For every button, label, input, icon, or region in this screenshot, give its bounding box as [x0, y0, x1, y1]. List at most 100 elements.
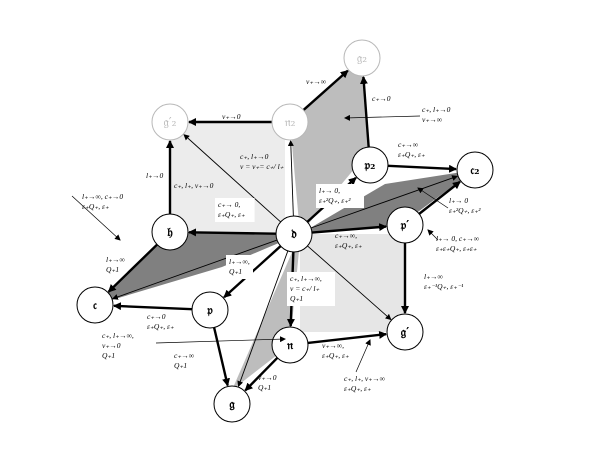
node-circle: [343, 39, 381, 77]
edge-label-line: l₊→∞, c₊→0: [82, 192, 123, 201]
node-label: 𝔤′₂: [164, 115, 177, 129]
edge-labels: ν₊→0ν₊→∞c₊→0c₊, l₊→0ν₊→∞l₊→0c₊, l₊→0ν = …: [71, 77, 481, 393]
annotation-pointer: [344, 114, 421, 121]
edge-label-line: c₊→0: [147, 312, 166, 321]
node-circle: [151, 103, 189, 141]
edge-label-h-g2p-l: l₊→0: [146, 171, 164, 180]
label-backdrop: [215, 198, 255, 222]
edge-label-line: c₊, l₊, ν₊→∞: [344, 374, 386, 383]
edge-label-line: c₊, l₊, ν₊→0: [174, 181, 214, 190]
edge-label-line: ε₊²Q₊, ε₊²: [319, 196, 351, 205]
edge-center-to-g2prime: [183, 134, 281, 223]
node-circle: [386, 206, 424, 244]
edge-label-line: l₊→∞: [106, 255, 126, 264]
edge-label-bottom-right: c₊, l₊, ν₊→∞ε₊Q₊, ε₊: [344, 374, 386, 393]
edge-center-to-c: [111, 239, 278, 300]
edge-label-line: ε₊Q₊, ε₊: [335, 241, 362, 250]
edge-center-to-n2: [287, 139, 294, 217]
edge-center-to-c2: [310, 175, 459, 229]
edge-label-h-c: l₊→∞Q₊1: [106, 255, 126, 274]
edge-label-line: ν = c₊/ l₊: [290, 284, 319, 293]
edge-label-line: ε₊Q₊, ε₊: [398, 150, 425, 159]
node-g2: 𝔤₂: [343, 39, 381, 77]
edge-label-line: ν₊→∞,: [322, 341, 344, 350]
edge-label-line: ε₊²Q₊, ε₊²: [449, 206, 481, 215]
edge-label-line: ν₊→∞: [306, 77, 327, 86]
node-center: 𝔡: [275, 215, 313, 253]
edge-label-p2-g2-c: c₊→0: [372, 94, 391, 103]
node-n: 𝔫: [271, 326, 309, 364]
node-n2: 𝔫₂: [271, 103, 309, 141]
edge-label-line: ν₊→0: [222, 112, 241, 121]
edge-label-h-center: c₊→ 0,ε₊Q₊, ε₊: [215, 198, 255, 222]
annotation-pointer: [355, 339, 371, 373]
edge-label-line: ε₊ε₊Q₊, ε₊ε₊: [436, 244, 477, 253]
edge-label-line: ν₊→0: [258, 373, 277, 382]
node-pprime: 𝔭′: [386, 206, 424, 244]
edge-center-to-g: [237, 250, 289, 388]
edge-label-right-lc: l₊→ 0, c₊→∞ε₊ε₊Q₊, ε₊ε₊: [436, 234, 480, 253]
node-g2prime: 𝔤′₂: [151, 103, 189, 141]
edge-label-line: Q₊1: [229, 267, 242, 276]
edge-label-top-right-nu: ν₊→∞: [306, 77, 327, 86]
node-gprime: 𝔤′: [386, 313, 424, 351]
edge-label-c-p: c₊→0ε₊Q₊, ε₊: [147, 312, 174, 331]
node-label: 𝔤: [229, 397, 235, 411]
edge-label-line: Q₊1: [290, 294, 303, 303]
node-p: 𝔭: [191, 291, 229, 329]
edge-label-line: l₊→ 0: [449, 196, 468, 205]
node-h: 𝔥: [151, 213, 189, 251]
node-circle: [275, 215, 313, 253]
label-backdrop: [226, 255, 253, 279]
edge-label-line: l₊→∞: [424, 272, 444, 281]
annotation-pointer: [427, 229, 439, 241]
edge-p-to-c: [112, 302, 193, 311]
edge-label-line: Q₊1: [258, 383, 271, 392]
light-region-bottom: [300, 234, 405, 332]
edge-label-line: c₊, l₊→∞,: [102, 331, 134, 340]
edge-label-line: l₊→ 0, c₊→∞: [436, 234, 480, 243]
node-label: 𝔭₂: [364, 158, 376, 172]
edge-center-to-h: [187, 228, 277, 237]
annotation-pointer: [71, 195, 121, 241]
edge-label-center-mid: c₊, l₊→0ν = ν₊= c₊/ l₊: [240, 152, 284, 171]
edge-label-c2-right: l₊→ 0ε₊²Q₊, ε₊²: [449, 196, 481, 215]
node-circle: [271, 326, 309, 364]
edge-n-to-g: [244, 356, 279, 392]
edge-label-line: l₊→∞,: [229, 257, 250, 266]
node-label: 𝔠: [93, 298, 97, 312]
edge-p2-to-c2: [387, 164, 458, 173]
edge-label-line: ε₊Q₊, ε₊: [82, 202, 109, 211]
edge-label-p2-c2: c₊→∞ε₊Q₊, ε₊: [398, 140, 425, 159]
node-label: 𝔤′: [401, 325, 410, 339]
edge-label-center-n-box: c₊, l₊→∞,ν = c₊/ l₊Q₊1: [287, 272, 335, 306]
node-g: 𝔤: [213, 385, 251, 423]
edge-label-line: ε₊Q₊, ε₊: [322, 351, 349, 360]
edge-label-line: Q₊1: [174, 361, 187, 370]
edge-label-h-left: l₊→∞, c₊→0ε₊Q₊, ε₊: [82, 192, 123, 211]
edge-label-far-right-top: c₊, l₊→0ν₊→∞: [422, 105, 451, 124]
edge-label-line: ε₊Q₊, ε₊: [218, 210, 245, 219]
edge-label-line: c₊, l₊→0: [422, 105, 451, 114]
node-circle: [456, 151, 494, 189]
edge-n-to-gprime: [307, 330, 388, 345]
edge-label-p-g: c₊→∞Q₊1: [174, 351, 195, 370]
node-circle: [76, 286, 114, 324]
edge-center-to-gprime: [307, 245, 392, 321]
edge-label-left-bottom: c₊, l₊→∞,ν₊→0Q₊1: [102, 331, 134, 360]
edge-label-top-nu: ν₊→0: [222, 112, 241, 121]
node-circle: [213, 385, 251, 423]
edge-label-l-0-eps: l₊→ 0,ε₊²Q₊, ε₊²: [316, 184, 364, 208]
edge-label-line: c₊→ 0,: [218, 200, 240, 209]
node-label: 𝔡: [291, 227, 297, 241]
edge-label-line: ε₊Q₊, ε₊: [147, 322, 174, 331]
edge-label-line: ν₊→∞: [422, 115, 443, 124]
node-circle: [271, 103, 309, 141]
node-label: 𝔥: [166, 225, 173, 239]
light-region-top: [170, 122, 285, 234]
edge-label-line: c₊→∞,: [335, 231, 357, 240]
edge-label-line: Q₊1: [102, 351, 115, 360]
